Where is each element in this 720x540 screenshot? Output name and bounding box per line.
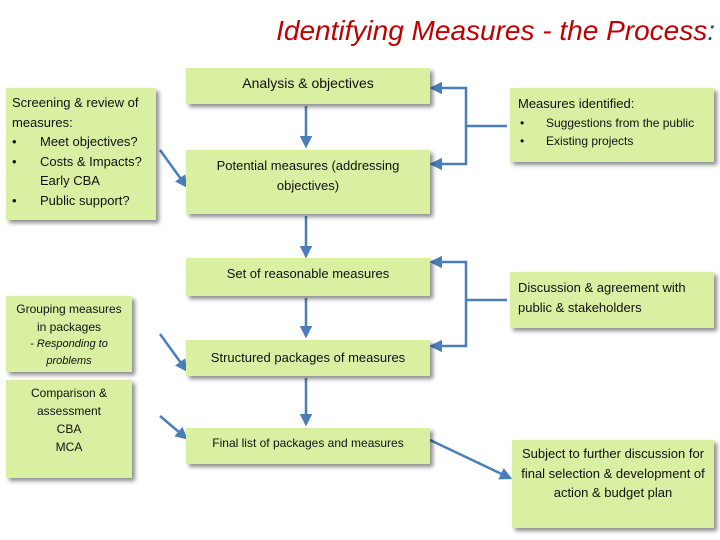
final-list-box: Final list of packages and measures: [186, 428, 430, 464]
title-colon: :: [707, 15, 715, 46]
screening-item: Public support?: [12, 191, 150, 211]
page-title: Identifying Measures - the Process:: [200, 15, 715, 47]
potential-measures-box: Potential measures (addressing objective…: [186, 150, 430, 214]
potential-measures-label: Potential measures (addressing objective…: [216, 158, 400, 193]
screening-item: Meet objectives?: [12, 132, 150, 152]
bracket-discussion: [429, 255, 507, 302]
comparison-line: CBA: [56, 422, 82, 436]
discussion-agreement-box: Discussion & agreement with public & sta…: [510, 272, 714, 328]
identified-item: Existing projects: [518, 132, 706, 150]
screening-list: Meet objectives? Costs & Impacts? Early …: [12, 132, 150, 210]
screening-item: Costs & Impacts? Early CBA: [12, 152, 150, 191]
identified-list: Suggestions from the public Existing pro…: [518, 114, 706, 150]
bracket-identified-lower: [429, 126, 468, 171]
comparison-assessment-box: Comparison & assessment CBA MCA: [6, 380, 132, 478]
grouping-heading: Grouping measures in packages: [16, 302, 122, 334]
comparison-line: assessment: [36, 404, 102, 418]
arrow-grouping-to-structured: [158, 333, 188, 373]
structured-packages-box: Structured packages of measures: [186, 340, 430, 376]
arrow-final-to-subject: [429, 438, 513, 480]
reasonable-measures-label: Set of reasonable measures: [226, 266, 390, 281]
reasonable-measures-box: Set of reasonable measures: [186, 258, 430, 296]
subject-label: Subject to further discussion for final …: [521, 446, 705, 500]
grouping-packages-box: Grouping measures in packages - Respondi…: [6, 296, 132, 372]
screening-review-box: Screening & review of measures: Meet obj…: [6, 88, 156, 220]
identified-item: Suggestions from the public: [518, 114, 706, 132]
arrow-screening-to-potential: [158, 149, 188, 189]
screening-heading: Screening & review of measures:: [12, 95, 139, 130]
identified-heading: Measures identified:: [518, 96, 635, 111]
final-list-label: Final list of packages and measures: [212, 436, 404, 450]
analysis-objectives-label: Analysis & objectives: [242, 75, 374, 91]
bracket-identified: [429, 81, 507, 128]
measures-identified-box: Measures identified: Suggestions from th…: [510, 88, 714, 162]
subject-further-box: Subject to further discussion for final …: [512, 440, 714, 528]
bracket-discussion-lower: [429, 300, 468, 353]
comparison-line: Comparison &: [30, 386, 108, 400]
discussion-label: Discussion & agreement with public & sta…: [518, 280, 686, 315]
structured-packages-label: Structured packages of measures: [210, 350, 406, 365]
comparison-line: MCA: [55, 440, 83, 454]
title-text: Identifying Measures - the Process: [276, 15, 708, 46]
arrow-comparison-to-final: [159, 415, 188, 440]
analysis-objectives-box: Analysis & objectives: [186, 68, 430, 104]
grouping-subtext: - Responding to problems: [30, 338, 108, 367]
